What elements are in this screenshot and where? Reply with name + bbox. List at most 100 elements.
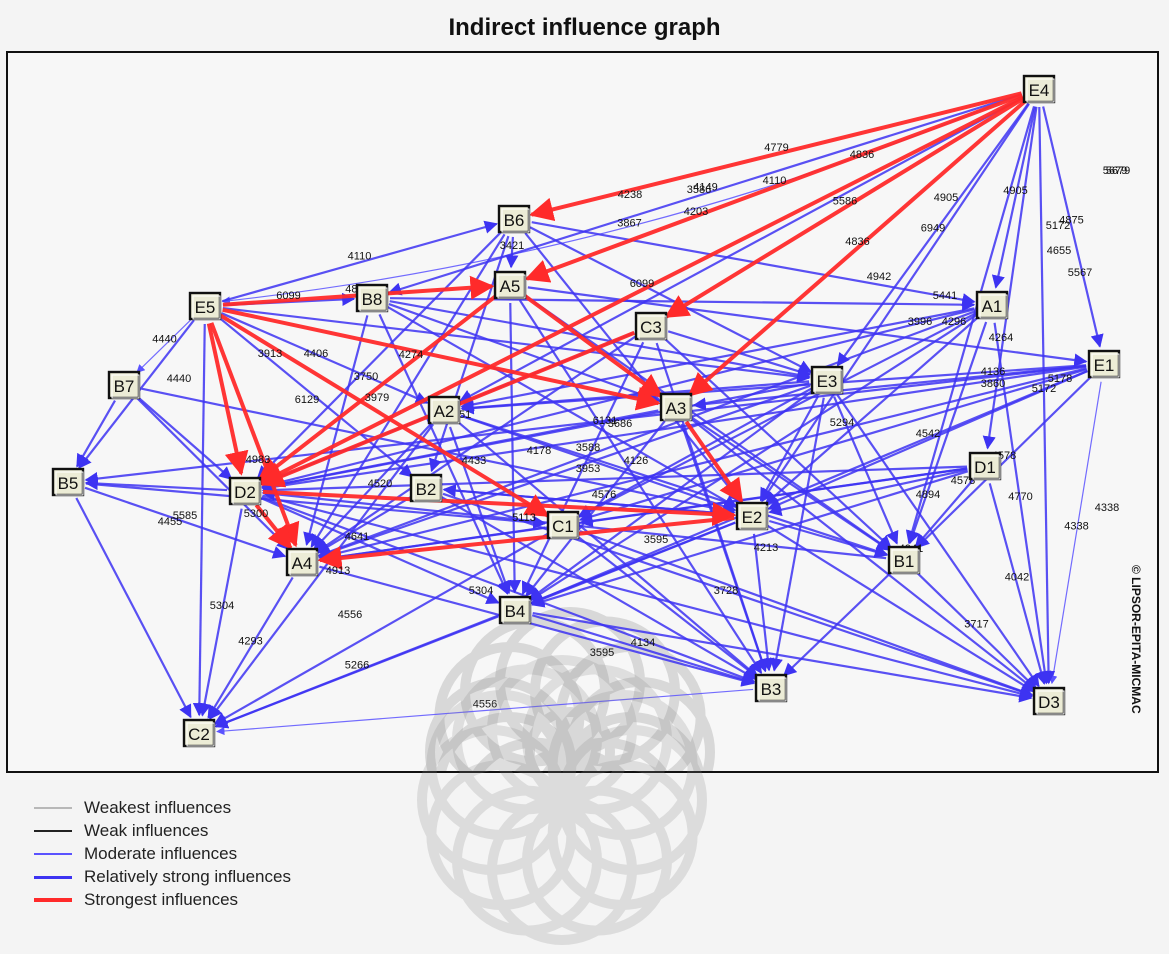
edge-label: 4655 (1047, 245, 1071, 257)
node-B3[interactable]: B3 (754, 673, 788, 703)
node-B1[interactable]: B1 (887, 545, 921, 575)
edge-A4-B3 (319, 565, 755, 687)
node-E3[interactable]: E3 (810, 365, 844, 395)
node-E2[interactable]: E2 (735, 501, 769, 531)
edge-C3-A4 (315, 335, 637, 553)
edge-D2-B3 (261, 496, 756, 684)
edge-A2-B1 (460, 414, 889, 558)
legend-item-weakest: Weakest influences (34, 797, 374, 820)
edge-E5-A3 (222, 307, 661, 411)
edge-B4-B3 (531, 614, 756, 686)
node-label: E4 (1029, 81, 1050, 100)
edge-label: 3586 (687, 184, 711, 196)
legend-item-strongest: Strongest influences (34, 889, 374, 912)
node-E1[interactable]: E1 (1087, 349, 1121, 379)
edge-label: 3595 (644, 534, 668, 546)
edge-E4-B1 (905, 106, 1036, 544)
node-B2[interactable]: B2 (409, 473, 443, 503)
node-A3[interactable]: A3 (659, 392, 693, 422)
node-D2[interactable]: D2 (228, 476, 262, 506)
node-D1[interactable]: D1 (968, 451, 1002, 481)
edge-label: 5266 (345, 660, 369, 672)
node-C3[interactable]: C3 (634, 311, 668, 341)
edge-A4-C2 (207, 576, 294, 719)
edge-label: 4455 (158, 516, 182, 528)
edge-E1-A3 (692, 364, 1087, 411)
node-label: C3 (640, 318, 662, 337)
edge-label: 5567 (1068, 267, 1092, 279)
edge-E5-E3 (222, 307, 811, 384)
edge-B5-A4 (84, 486, 287, 559)
edge-label: 4913 (326, 565, 350, 577)
node-E5[interactable]: E5 (188, 291, 222, 321)
node-C2[interactable]: C2 (182, 718, 216, 748)
edge-label: 5585 (173, 510, 197, 522)
node-A2[interactable]: A2 (427, 395, 461, 425)
edge-label: 5172 (1032, 383, 1056, 395)
node-B6[interactable]: B6 (497, 204, 531, 234)
legend-line-swatch (34, 807, 72, 809)
edge-A3-E2 (684, 420, 744, 504)
edge-label: 3996 (908, 316, 932, 328)
edge-label: 6129 (295, 394, 319, 406)
edge-E5-B7 (136, 318, 193, 374)
edge-E4-E3 (836, 102, 1030, 367)
edge-E1-B1 (915, 375, 1092, 549)
edge-B6-A5 (505, 236, 519, 269)
edge-E4-A5 (524, 93, 1023, 283)
node-label: B3 (761, 680, 782, 699)
edge-C1-B3 (576, 535, 758, 678)
legend-label: Moderate influences (84, 844, 238, 863)
edge-D2-C2 (198, 508, 243, 717)
node-B5[interactable]: B5 (51, 467, 85, 497)
edge-E5-C2 (192, 323, 207, 717)
edge-D2-A4 (254, 503, 293, 550)
edge-label: 4264 (989, 332, 1013, 344)
edge-C1-D3 (579, 530, 1034, 698)
edge-B8-A3 (388, 303, 661, 404)
legend-line-swatch (34, 830, 72, 832)
node-A4[interactable]: A4 (285, 547, 319, 577)
node-A5[interactable]: A5 (493, 270, 527, 300)
edge-E4-B6 (529, 91, 1023, 222)
edge-E1-A4 (318, 367, 1087, 562)
node-C1[interactable]: C1 (546, 510, 580, 540)
edge-label: 4770 (1008, 491, 1032, 503)
edge-E5-A2 (221, 312, 429, 405)
edge-label: 4556 (338, 609, 362, 621)
node-B8[interactable]: B8 (355, 283, 389, 313)
node-label: B6 (504, 211, 525, 230)
node-D3[interactable]: D3 (1032, 686, 1066, 716)
edge-D1-D3 (988, 483, 1048, 685)
edge-B2-B3 (441, 496, 757, 680)
edge-E4-E1 (1042, 106, 1104, 348)
edge-label: 3728 (714, 585, 738, 597)
edge-label: 5679 (1103, 165, 1127, 177)
node-E4[interactable]: E4 (1022, 74, 1056, 104)
node-B4[interactable]: B4 (498, 595, 532, 625)
edge-E1-D3 (1048, 381, 1102, 685)
edge-label: 4274 (399, 349, 423, 361)
edge-E5-A4 (209, 322, 300, 548)
edge-E5-C1 (219, 313, 550, 518)
node-label: D1 (974, 458, 996, 477)
edge-label: 3867 (617, 218, 641, 230)
node-label: A1 (982, 297, 1003, 316)
edge-C3-B4 (521, 341, 645, 595)
edge-B1-D3 (916, 571, 1038, 690)
edge-label: 5113 (512, 512, 536, 524)
legend-item-moderate: Moderate influences (34, 843, 374, 866)
node-label: B2 (416, 480, 437, 499)
edge-B6-E2 (524, 232, 742, 503)
edge-label: 3913 (258, 348, 282, 360)
node-A1[interactable]: A1 (975, 290, 1009, 320)
edge-E5-D2 (206, 323, 249, 476)
node-B7[interactable]: B7 (107, 370, 141, 400)
legend-item-weak: Weak influences (34, 820, 374, 843)
edge-label-layer: 3867444043384556490548755172694941494110… (152, 142, 1130, 711)
edge-B6-D2 (256, 231, 503, 480)
edge-A3-D3 (689, 417, 1036, 691)
edge-label: 3953 (576, 463, 600, 475)
edge-label: 5679 (1106, 165, 1130, 177)
